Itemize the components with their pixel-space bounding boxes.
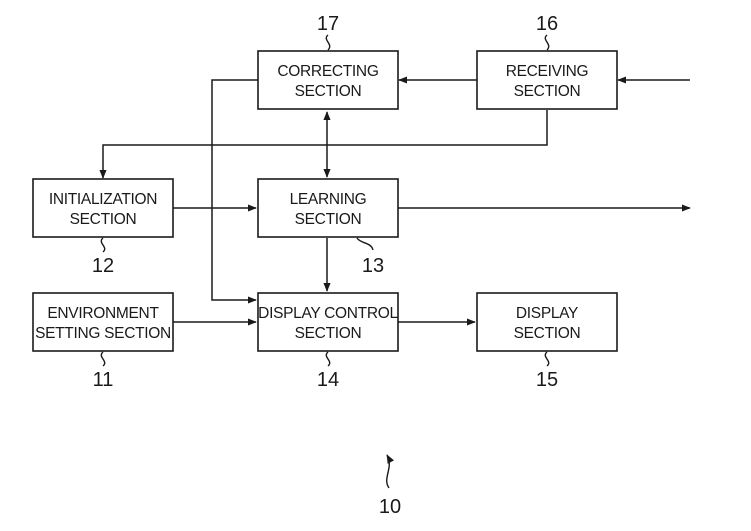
ref-number-16: 16 (536, 13, 558, 35)
correcting-section-line1: CORRECTING (277, 63, 378, 80)
leader-13 (356, 237, 374, 251)
ref-number-13: 13 (362, 255, 384, 277)
initialization-section-line1: INITIALIZATION (49, 191, 157, 208)
correcting-section-block: CORRECTING SECTION (257, 50, 399, 110)
ref-number-15: 15 (536, 369, 558, 391)
reference-numerals: 17 16 12 13 11 14 15 10 (92, 13, 558, 518)
leader-14 (325, 351, 331, 367)
arrow-correcting-to-display-control (211, 79, 258, 304)
connections (99, 76, 691, 326)
display-control-section-block: DISPLAY CONTROL SECTION (257, 292, 399, 352)
leader-12 (100, 237, 106, 253)
display-control-section-line2: SECTION (295, 325, 362, 342)
correcting-section-line2: SECTION (295, 83, 362, 100)
ref-number-11: 11 (93, 369, 114, 391)
ref-number-14: 14 (317, 369, 339, 391)
learning-section-block: LEARNING SECTION (257, 178, 399, 238)
receiving-section-line1: RECEIVING (506, 63, 589, 80)
leader-15 (544, 351, 550, 367)
initialization-section-line2: SECTION (70, 211, 137, 228)
display-section-block: DISPLAY SECTION (476, 292, 618, 352)
environment-setting-section-line2: SETTING SECTION (35, 325, 171, 342)
environment-setting-section-block: ENVIRONMENT SETTING SECTION (32, 292, 174, 352)
receiving-section-line2: SECTION (514, 83, 581, 100)
device-pointer-arrow (386, 454, 395, 489)
display-section-line2: SECTION (514, 325, 581, 342)
display-section-line1: DISPLAY (516, 305, 578, 322)
leader-11 (100, 351, 106, 367)
arrow-receiving-to-initialization (99, 110, 548, 179)
initialization-section-block: INITIALIZATION SECTION (32, 178, 174, 238)
leader-16 (544, 34, 550, 51)
learning-section-line1: LEARNING (290, 191, 367, 208)
learning-section-line2: SECTION (295, 211, 362, 228)
environment-setting-section-line1: ENVIRONMENT (47, 305, 159, 322)
ref-number-17: 17 (317, 13, 339, 35)
device-ref-number: 10 (379, 496, 401, 518)
leader-17 (325, 34, 331, 51)
display-control-section-line1: DISPLAY CONTROL (258, 305, 398, 322)
receiving-section-block: RECEIVING SECTION (476, 50, 618, 110)
ref-number-12: 12 (92, 255, 114, 277)
